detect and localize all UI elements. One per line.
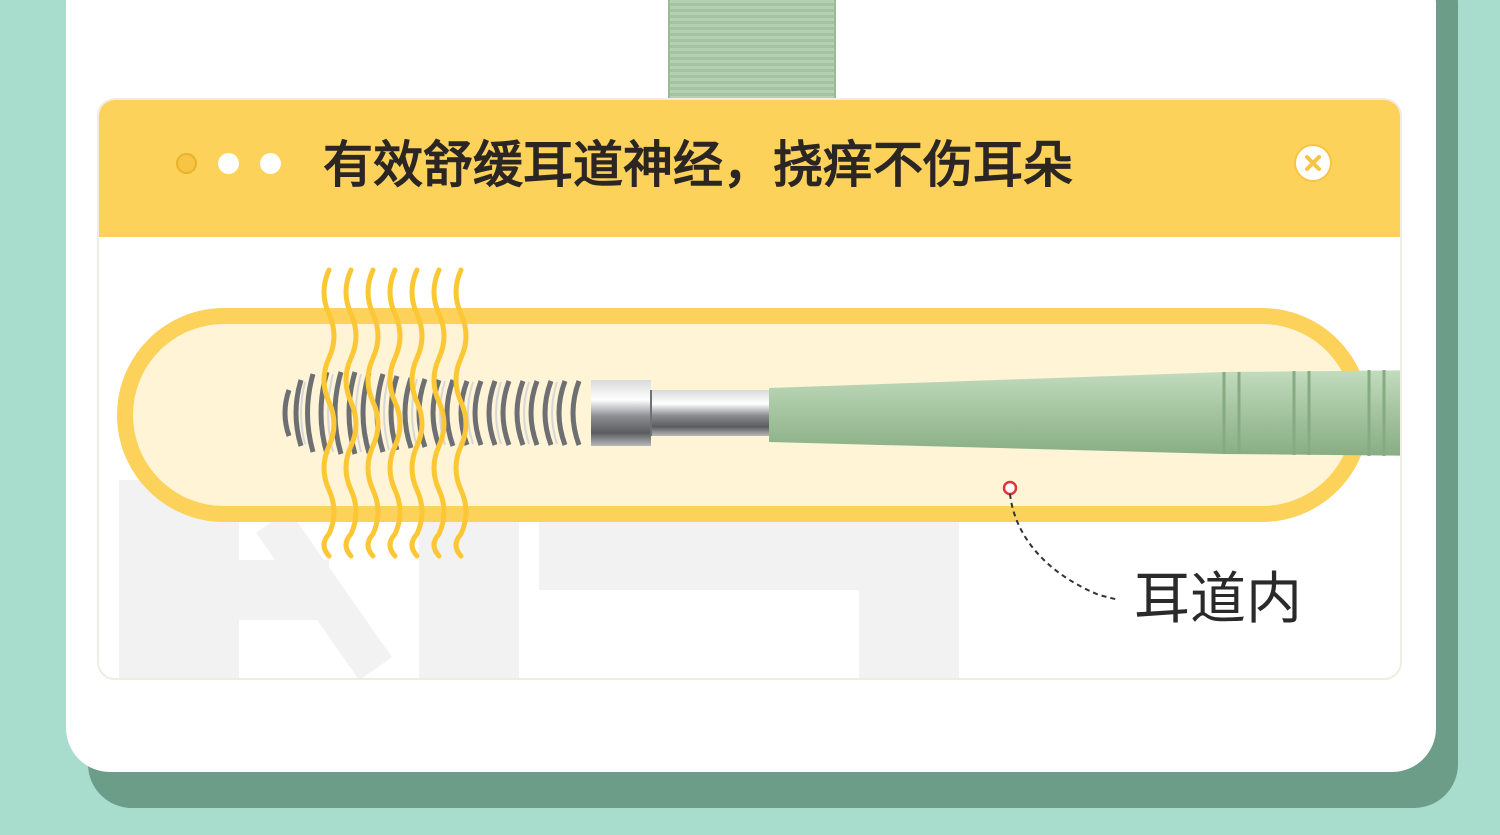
close-button[interactable] xyxy=(1296,146,1330,180)
window-title: 有效舒缓耳道神经，挠痒不伤耳朵 xyxy=(323,136,1073,194)
ear-canal-label: 耳道内 xyxy=(1134,567,1302,632)
leader-line xyxy=(1009,493,1120,601)
title-bar: 有效舒缓耳道神经，挠痒不伤耳朵 xyxy=(99,100,1400,237)
window-dot-icon xyxy=(176,153,197,174)
feature-window: 有效舒缓耳道神经，挠痒不伤耳朵 xyxy=(97,98,1402,680)
tool-handle xyxy=(769,370,1400,456)
tool-collar xyxy=(591,380,651,446)
window-dot-icon xyxy=(260,153,281,174)
window-dot-icon xyxy=(218,153,239,174)
marker-dot xyxy=(1002,480,1018,496)
upper-handle-image xyxy=(668,0,836,100)
ear-canal-illustration xyxy=(117,267,1400,601)
watermark-graphic xyxy=(119,480,959,678)
vibration-waves xyxy=(321,267,469,559)
close-icon xyxy=(1298,148,1328,178)
